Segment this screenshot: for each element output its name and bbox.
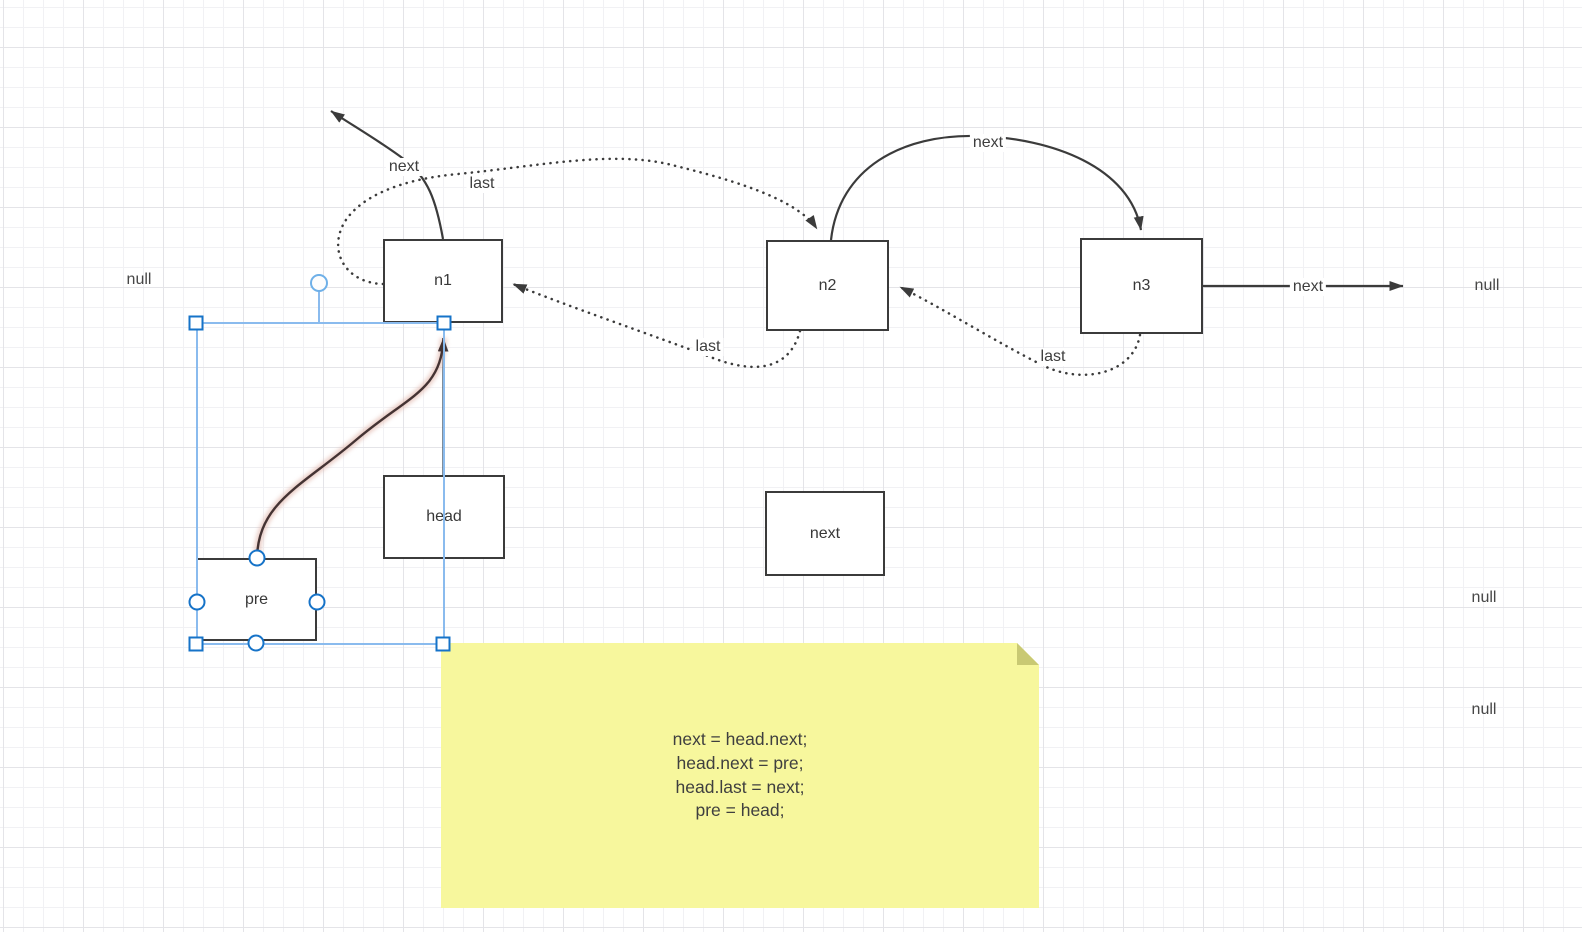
resize-handle-bottom-right[interactable] bbox=[435, 636, 451, 652]
rotate-handle[interactable] bbox=[310, 274, 328, 292]
note-line: head.last = next; bbox=[675, 776, 805, 797]
connection-point-pre-bottom[interactable] bbox=[247, 634, 265, 652]
node-n1-label: n1 bbox=[434, 272, 452, 289]
edge-label-n2-next[interactable]: next bbox=[969, 134, 1007, 152]
edge-label-n2-last[interactable]: last bbox=[692, 338, 724, 356]
node-n2[interactable]: n2 bbox=[766, 240, 889, 331]
note-fold-corner bbox=[1017, 643, 1039, 665]
node-next-label: next bbox=[809, 524, 841, 542]
resize-handle-bottom-left[interactable] bbox=[188, 636, 204, 652]
selection-outline-top bbox=[196, 322, 444, 324]
rotate-handle-stem bbox=[318, 291, 320, 323]
node-n3-label: n3 bbox=[1132, 277, 1151, 294]
connection-point-pre-right[interactable] bbox=[308, 593, 326, 611]
connection-point-pre-left[interactable] bbox=[188, 593, 206, 611]
null-label-right-top[interactable]: null bbox=[1474, 277, 1500, 294]
node-pre[interactable]: pre bbox=[196, 558, 317, 641]
edge-pre-to-n1[interactable] bbox=[255, 337, 448, 558]
edge-n2-last[interactable] bbox=[511, 282, 802, 369]
resize-handle-top-left[interactable] bbox=[188, 315, 204, 331]
resize-handle-top-right[interactable] bbox=[436, 315, 452, 331]
sticky-note[interactable]: next = head.next; head.next = pre; head.… bbox=[441, 643, 1039, 908]
null-label-left[interactable]: null bbox=[126, 271, 152, 288]
node-n1[interactable]: n1 bbox=[383, 239, 503, 323]
edge-n1-last[interactable] bbox=[336, 157, 819, 286]
edge-label-n1-last[interactable]: last bbox=[466, 175, 498, 193]
connection-point-pre-top[interactable] bbox=[248, 549, 266, 567]
note-line: pre = head; bbox=[695, 800, 785, 821]
edge-label-n3-last[interactable]: last bbox=[1037, 348, 1069, 366]
edge-label-n3-next[interactable]: next bbox=[1289, 278, 1327, 296]
node-n2-label: n2 bbox=[818, 276, 837, 294]
note-line: head.next = pre; bbox=[676, 752, 804, 773]
selection-outline-bottom bbox=[196, 643, 445, 645]
node-n3[interactable]: n3 bbox=[1080, 238, 1203, 334]
note-line: next = head.next; bbox=[672, 729, 808, 750]
null-label-right-bottom[interactable]: null bbox=[1471, 701, 1497, 718]
edge-label-n1-next[interactable]: next bbox=[385, 158, 423, 176]
node-next[interactable]: next bbox=[765, 491, 885, 576]
node-pre-label: pre bbox=[244, 590, 269, 608]
selection-outline-left bbox=[196, 322, 198, 645]
null-label-right-middle[interactable]: null bbox=[1471, 589, 1497, 606]
selection-outline-right bbox=[443, 322, 445, 645]
